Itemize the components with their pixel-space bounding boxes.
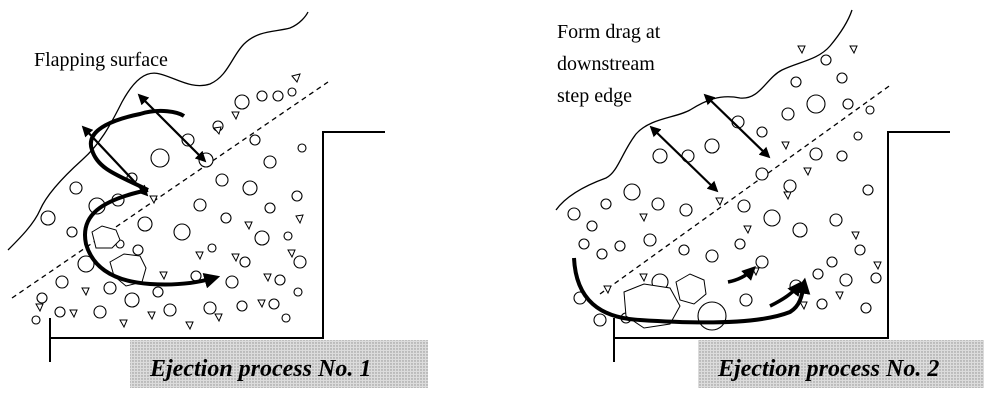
ejection-path-arrow [572,257,811,325]
flapping-double-arrow [649,125,719,193]
flapping-double-arrow [137,93,207,163]
pseudo-bottom-dashed-line [11,81,329,299]
annotation-form-drag: Form drag at downstream step edge [557,21,665,107]
ejection-short-arrow [727,266,756,284]
water-droplets [603,45,882,311]
caption-box-1 [130,340,428,388]
annotation-flapping-surface: Flapping surface [34,49,168,71]
caption-text-2: Ejection process No. 2 [717,356,939,382]
water-droplets [35,73,304,331]
step-outline [50,131,385,339]
panel-2: Form drag at downstream step edge Ejecti… [555,9,984,388]
caption-box-2 [698,340,984,388]
ejection-path-arrow [83,108,214,285]
turbulent-eddy [675,273,707,305]
caption-text-1: Ejection process No. 1 [149,356,371,382]
ejection-short-arrow [769,281,802,308]
annotation-line-3: step edge [557,85,632,107]
annotation-line-1: Form drag at [557,21,661,43]
flapping-double-arrow [703,93,771,159]
flapping-free-surface [7,11,309,251]
pseudo-bottom-dashed-line [599,83,893,295]
air-bubbles [31,87,307,325]
annotation-line-2: downstream [557,53,655,75]
turbulent-eddy [91,225,121,249]
panel-1: Flapping surface Ejection process No. 1 [7,11,428,388]
step-outline [614,131,950,339]
flapping-double-arrow [81,125,149,197]
